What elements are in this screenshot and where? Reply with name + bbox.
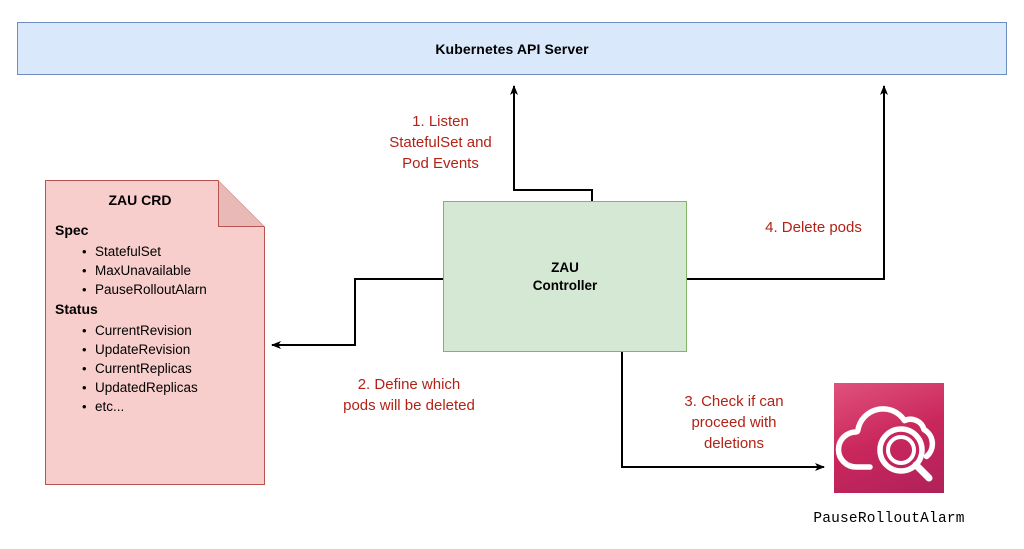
list-item: PauseRolloutAlarn <box>82 280 259 299</box>
api-server-label: Kubernetes API Server <box>435 40 589 57</box>
kubernetes-api-server-node: Kubernetes API Server <box>17 22 1007 75</box>
controller-label-line-1: ZAU <box>551 259 579 275</box>
crd-status-list: CurrentRevision UpdateRevision CurrentRe… <box>51 321 259 416</box>
list-item: UpdateRevision <box>82 340 259 359</box>
list-item: StatefulSet <box>82 242 259 261</box>
step-3-label: 3. Check if can proceed with deletions <box>684 393 784 452</box>
crd-status-heading: Status <box>55 301 98 317</box>
controller-label-line-2: Controller <box>532 277 598 293</box>
cloudwatch-alarm-icon <box>834 383 944 493</box>
list-item: MaxUnavailable <box>82 261 259 280</box>
cloud-magnifier-glyph <box>835 406 936 482</box>
list-item: UpdatedReplicas <box>82 378 259 397</box>
alarm-caption: PauseRolloutAlarm <box>813 511 965 527</box>
crd-title: ZAU CRD <box>108 192 172 208</box>
arrow-step-4 <box>687 85 888 280</box>
list-item: CurrentRevision <box>82 321 259 340</box>
arrow-step-2 <box>271 278 443 349</box>
crd-note-content: ZAU CRD Spec StatefulSet MaxUnavailable … <box>45 180 265 485</box>
step-4-label: 4. Delete pods <box>765 219 862 236</box>
crd-spec-heading: Spec <box>55 222 89 238</box>
zau-crd-note: ZAU CRD Spec StatefulSet MaxUnavailable … <box>45 180 265 485</box>
step-2-label: 2. Define which pods will be deleted <box>343 376 475 414</box>
list-item: CurrentReplicas <box>82 359 259 378</box>
zau-controller-node: ZAU Controller <box>443 201 687 352</box>
step-1-label: 1. Listen StatefulSet and Pod Events <box>389 113 492 172</box>
list-item: etc... <box>82 397 259 416</box>
crd-spec-list: StatefulSet MaxUnavailable PauseRolloutA… <box>51 242 259 299</box>
